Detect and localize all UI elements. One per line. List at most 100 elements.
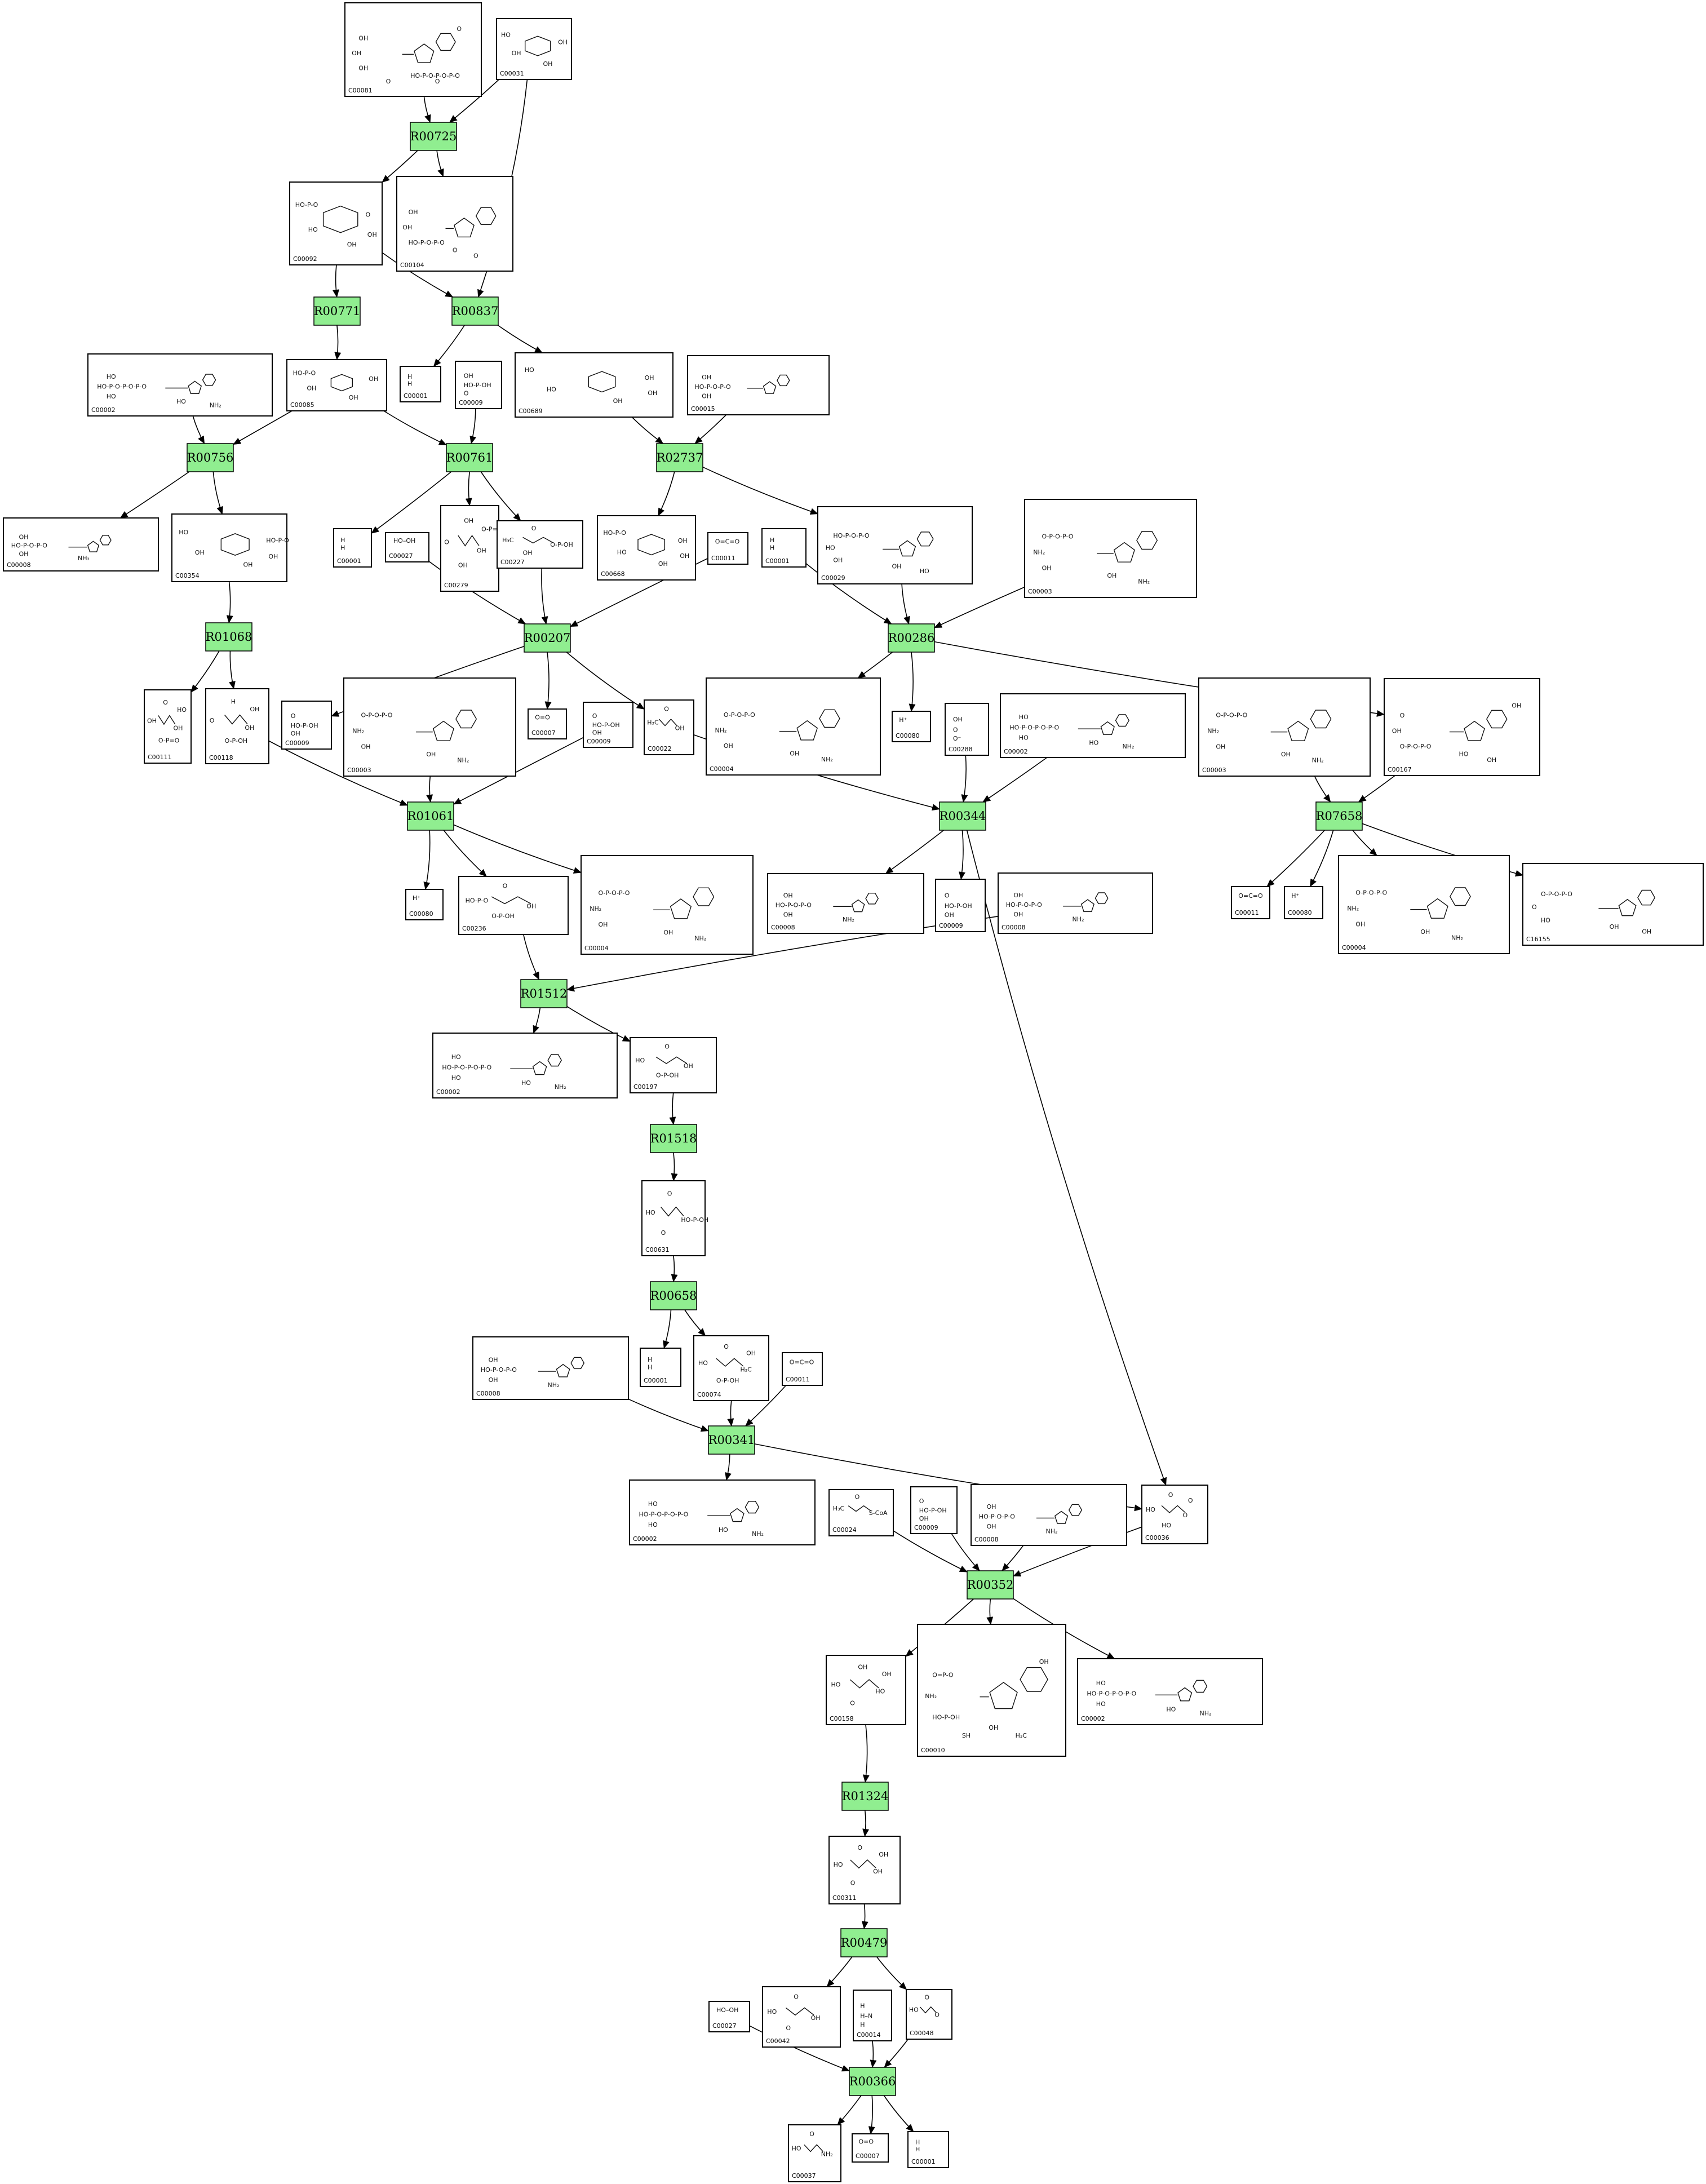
atom-label: OH bbox=[543, 60, 553, 68]
reaction-R00341[interactable]: R00341 bbox=[708, 1425, 755, 1455]
reaction-R00761[interactable]: R00761 bbox=[446, 443, 493, 472]
reaction-R00352[interactable]: R00352 bbox=[967, 1570, 1014, 1600]
atom-label: HO bbox=[501, 31, 511, 38]
atom-label: O bbox=[850, 1879, 856, 1886]
compound-C00080[interactable]: H⁺C00080 bbox=[892, 711, 931, 742]
compound-id: C00008 bbox=[476, 1390, 500, 1397]
reaction-R00344[interactable]: R00344 bbox=[939, 801, 986, 831]
reaction-R01061[interactable]: R01061 bbox=[407, 801, 454, 831]
atom-label: H bbox=[648, 1356, 652, 1363]
reaction-R07658[interactable]: R07658 bbox=[1315, 801, 1363, 831]
atom-label: OH bbox=[1216, 743, 1225, 750]
reaction-R00366[interactable]: R00366 bbox=[849, 2067, 896, 2096]
reaction-R01068[interactable]: R01068 bbox=[205, 622, 252, 652]
reaction-box bbox=[650, 1281, 697, 1310]
reaction-R00658[interactable]: R00658 bbox=[650, 1281, 697, 1310]
reaction-R00771[interactable]: R00771 bbox=[313, 296, 361, 326]
edge-R00725-n3 bbox=[382, 150, 418, 183]
atom-label: OH bbox=[268, 553, 278, 560]
reaction-R00756[interactable]: R00756 bbox=[187, 443, 234, 472]
reaction-R00837[interactable]: R00837 bbox=[451, 296, 499, 326]
reaction-R00286[interactable]: R00286 bbox=[888, 623, 935, 653]
reaction-R00207[interactable]: R00207 bbox=[524, 623, 571, 653]
compound-C00080[interactable]: H⁺C00080 bbox=[405, 889, 444, 920]
atom-label: HO-P-OH bbox=[932, 1714, 960, 1721]
reaction-R00479[interactable]: R00479 bbox=[840, 1928, 888, 1957]
reaction-R00725[interactable]: R00725 bbox=[410, 122, 457, 151]
reaction-R01518[interactable]: R01518 bbox=[650, 1124, 697, 1153]
compound-C00080[interactable]: H⁺C00080 bbox=[1284, 886, 1323, 919]
atom-label: HO-P-OH bbox=[592, 721, 620, 729]
reaction-R01324[interactable]: R01324 bbox=[841, 1782, 889, 1811]
carbon-chain bbox=[716, 1358, 744, 1367]
reaction-R01512[interactable]: R01512 bbox=[520, 979, 568, 1008]
reaction-R02737[interactable]: R02737 bbox=[656, 443, 703, 472]
compound-box bbox=[281, 701, 332, 750]
